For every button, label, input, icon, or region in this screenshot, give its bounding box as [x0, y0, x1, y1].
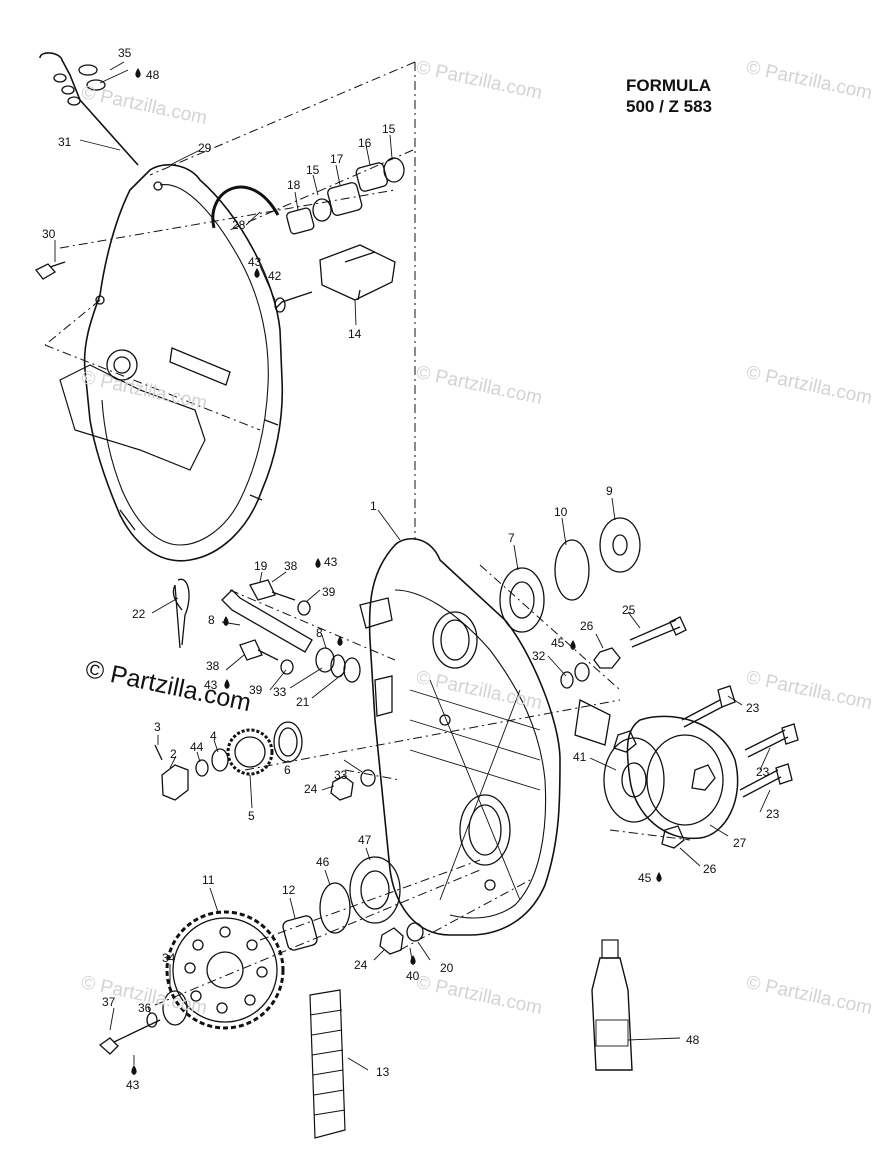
callout-4: 4 — [210, 729, 217, 743]
model-title-line1: FORMULA — [626, 76, 711, 95]
callout-15: 15 — [306, 163, 320, 177]
callout-1: 1 — [370, 499, 377, 513]
callout-38: 38 — [284, 559, 298, 573]
callout-23-b: 23 — [756, 765, 770, 779]
drive-chain — [309, 989, 346, 1139]
callout-13: 13 — [376, 1065, 390, 1079]
callout-11: 11 — [202, 873, 215, 887]
callout-8: 8 — [208, 613, 215, 627]
oil-bottle — [591, 939, 633, 1071]
callout-8-b: 8 — [316, 626, 323, 640]
callout-48: 48 — [146, 68, 160, 82]
callout-25: 25 — [622, 603, 636, 617]
callout-39: 39 — [322, 585, 336, 599]
dipstick — [39, 52, 139, 166]
oil-drop-icon — [223, 616, 229, 626]
callout-28: 28 — [232, 218, 246, 232]
callout-36: 36 — [138, 1001, 152, 1015]
callout-18: 18 — [287, 178, 301, 192]
oil-drop-icon — [131, 1065, 137, 1075]
callout-43-d: 43 — [126, 1078, 140, 1092]
callout-37: 37 — [102, 995, 116, 1009]
nuts-washers — [330, 769, 424, 955]
oil-drop-icon — [254, 268, 260, 278]
assembly-dashed-lines — [44, 61, 691, 1006]
bolt-30 — [35, 261, 66, 280]
output-bearing — [499, 517, 641, 633]
breather-hose — [211, 185, 280, 229]
callout-34: 34 — [162, 951, 176, 965]
jackshaft-bearings — [286, 157, 405, 235]
callout-21: 21 — [296, 695, 310, 709]
callout-43-c: 43 — [204, 678, 218, 692]
oil-drop-icons — [131, 68, 662, 1075]
callout-45: 45 — [551, 636, 565, 650]
callout-35: 35 — [118, 46, 132, 60]
callout-5: 5 — [248, 809, 255, 823]
callout-2: 2 — [170, 747, 177, 761]
callout-23-c: 23 — [766, 807, 780, 821]
callout-43-b: 43 — [324, 555, 338, 569]
callout-39-b: 39 — [249, 683, 263, 697]
callout-12: 12 — [282, 883, 296, 897]
callout-30: 30 — [42, 227, 56, 241]
oil-drop-icon — [315, 558, 321, 568]
callout-24-b: 24 — [354, 958, 368, 972]
callout-47: 47 — [358, 833, 372, 847]
callout-26: 26 — [580, 619, 594, 633]
callout-27: 27 — [733, 836, 747, 850]
chaincase-cover — [59, 164, 284, 562]
callout-31: 31 — [58, 135, 72, 149]
oil-drop-icon — [410, 955, 416, 965]
oil-drop-icon — [135, 68, 141, 78]
bolts-right — [629, 616, 799, 798]
oil-drop-icon — [224, 679, 230, 689]
callout-33: 33 — [273, 685, 287, 699]
callout-17: 17 — [330, 152, 344, 166]
model-title-line2: 500 / Z 583 — [626, 97, 713, 116]
callout-14: 14 — [348, 327, 362, 341]
callout-7: 7 — [508, 531, 515, 545]
callout-19: 19 — [254, 559, 268, 573]
cotter-pin — [172, 578, 190, 649]
callout-23: 23 — [746, 701, 760, 715]
callout-38-b: 38 — [206, 659, 220, 673]
callout-40: 40 — [406, 969, 420, 983]
bolt-37 — [98, 1019, 161, 1055]
callout-labels: 35 48 31 29 30 28 18 15 17 16 15 43 42 1… — [42, 46, 780, 1092]
callout-26-b: 26 — [703, 862, 717, 876]
upper-sprocket-assembly — [154, 721, 303, 801]
callout-29: 29 — [198, 141, 212, 155]
callout-43: 43 — [248, 255, 262, 269]
callout-3: 3 — [154, 720, 161, 734]
oil-drop-icon — [337, 636, 343, 646]
callout-24: 24 — [304, 782, 318, 796]
tensioner-nut — [560, 647, 621, 689]
callout-41: 41 — [573, 750, 587, 764]
callout-6: 6 — [284, 763, 291, 777]
callout-20: 20 — [440, 961, 454, 975]
callout-9: 9 — [606, 484, 613, 498]
callout-33-b: 33 — [334, 768, 348, 782]
callout-15-b: 15 — [382, 122, 396, 136]
bearing-cover-plate — [603, 715, 739, 849]
oil-drop-icon — [570, 640, 576, 650]
callout-48-b: 48 — [686, 1033, 700, 1047]
tensioner-block — [274, 244, 396, 313]
oil-drop-icon — [656, 872, 662, 882]
lower-sprocket — [146, 910, 285, 1030]
callout-16: 16 — [358, 136, 372, 150]
callout-32: 32 — [532, 649, 546, 663]
callout-42: 42 — [268, 269, 282, 283]
callout-45-b: 45 — [638, 871, 652, 885]
callout-22: 22 — [132, 607, 146, 621]
lower-bearing-assembly — [282, 856, 401, 951]
callout-10: 10 — [554, 505, 568, 519]
callout-44: 44 — [190, 740, 204, 754]
callout-46: 46 — [316, 855, 330, 869]
